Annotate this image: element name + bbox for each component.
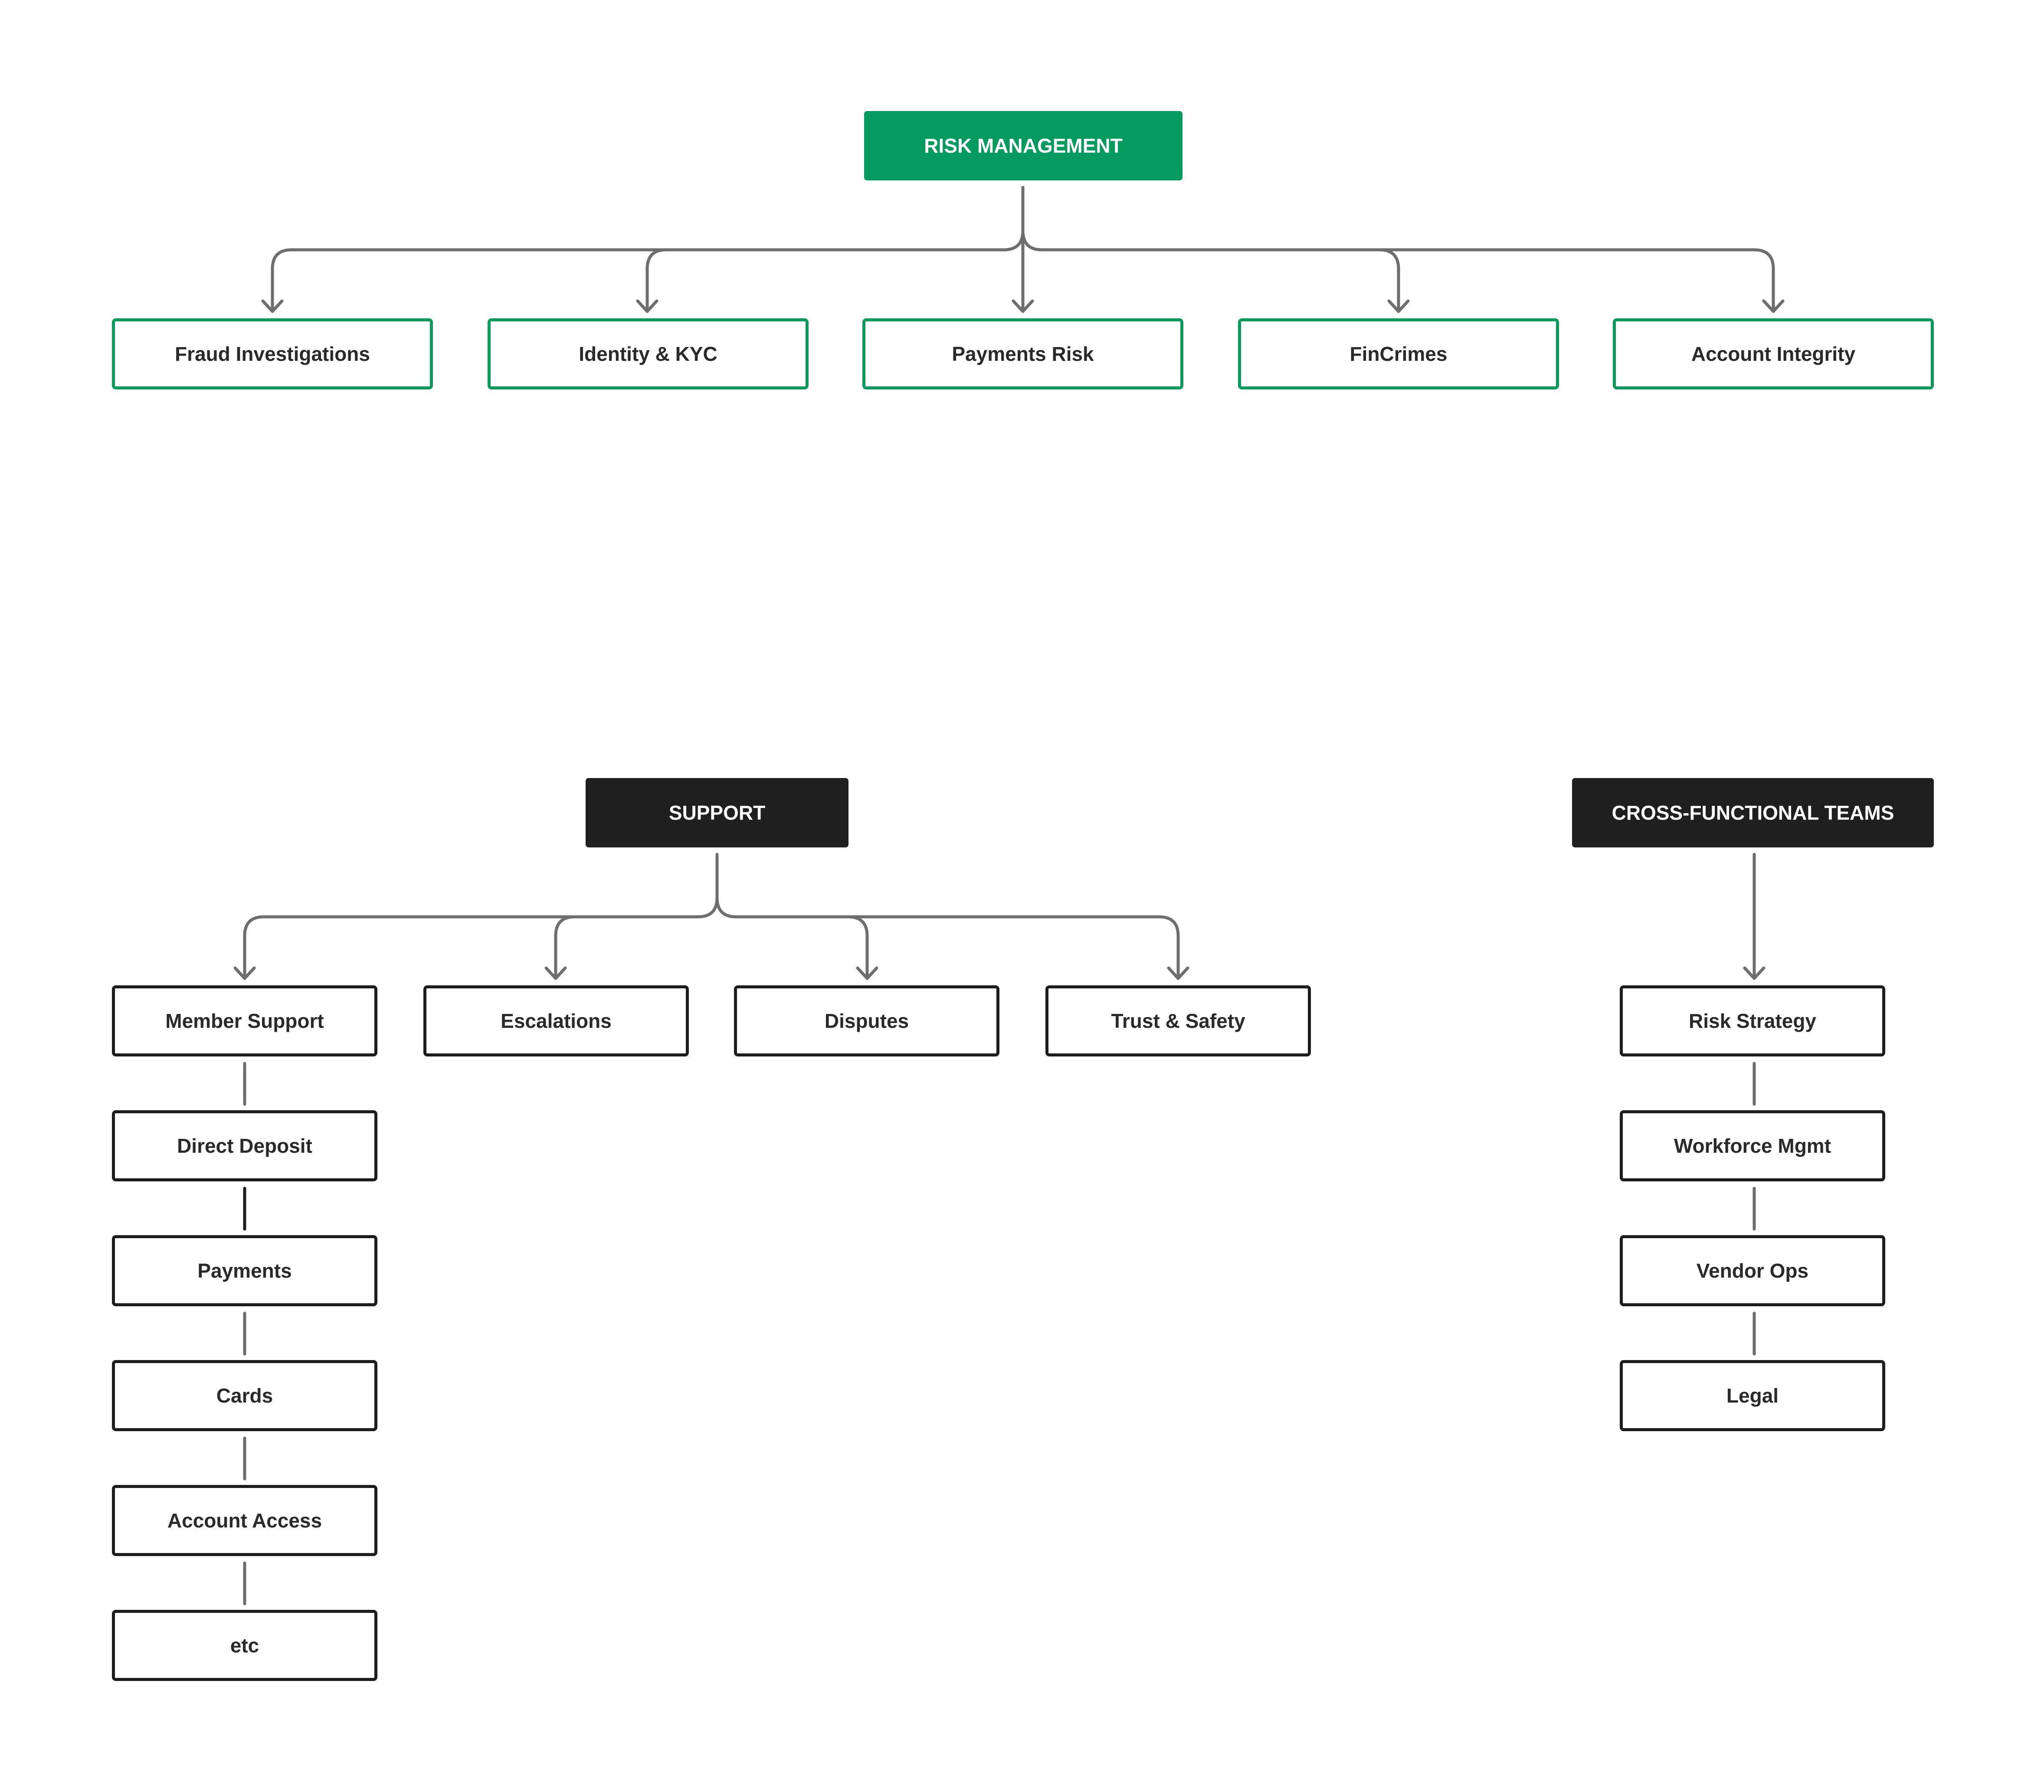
node-payments-risk: Payments Risk [862,318,1183,389]
risk-branch-right-inner [1378,248,1400,313]
support-branch-left-inner [554,915,577,980]
node-account-integrity: Account Integrity [1613,318,1934,389]
node-trust-safety: Trust & Safety [1045,985,1311,1056]
support-branch-right [715,896,1180,980]
node-risk-strategy: Risk Strategy [1620,985,1885,1056]
support-branch-right-inner [846,915,869,980]
support-branch-left [243,896,719,980]
risk-branch-left-inner [645,248,668,313]
node-legal: Legal [1620,1360,1885,1431]
node-disputes: Disputes [734,985,999,1056]
cross-functional-root: CROSS-FUNCTIONAL TEAMS [1572,778,1934,847]
node-fraud-investigations: Fraud Investigations [112,318,433,389]
node-member-support: Member Support [112,985,377,1056]
node-etc: etc [112,1610,377,1681]
node-identity-kyc: Identity & KYC [488,318,809,389]
node-account-access: Account Access [112,1485,377,1556]
node-escalations: Escalations [423,985,689,1056]
node-payments: Payments [112,1235,377,1306]
risk-connectors [271,186,1775,313]
support-connectors [243,853,1180,980]
node-vendor-ops: Vendor Ops [1620,1235,1885,1306]
risk-branch-right [1021,229,1775,313]
node-cards: Cards [112,1360,377,1431]
support-root: SUPPORT [586,778,848,847]
node-workforce-mgmt: Workforce Mgmt [1620,1110,1885,1181]
node-direct-deposit: Direct Deposit [112,1110,377,1181]
risk-management-root: RISK MANAGEMENT [864,111,1183,180]
node-fincrimes: FinCrimes [1238,318,1559,389]
risk-branch-left [271,229,1025,313]
